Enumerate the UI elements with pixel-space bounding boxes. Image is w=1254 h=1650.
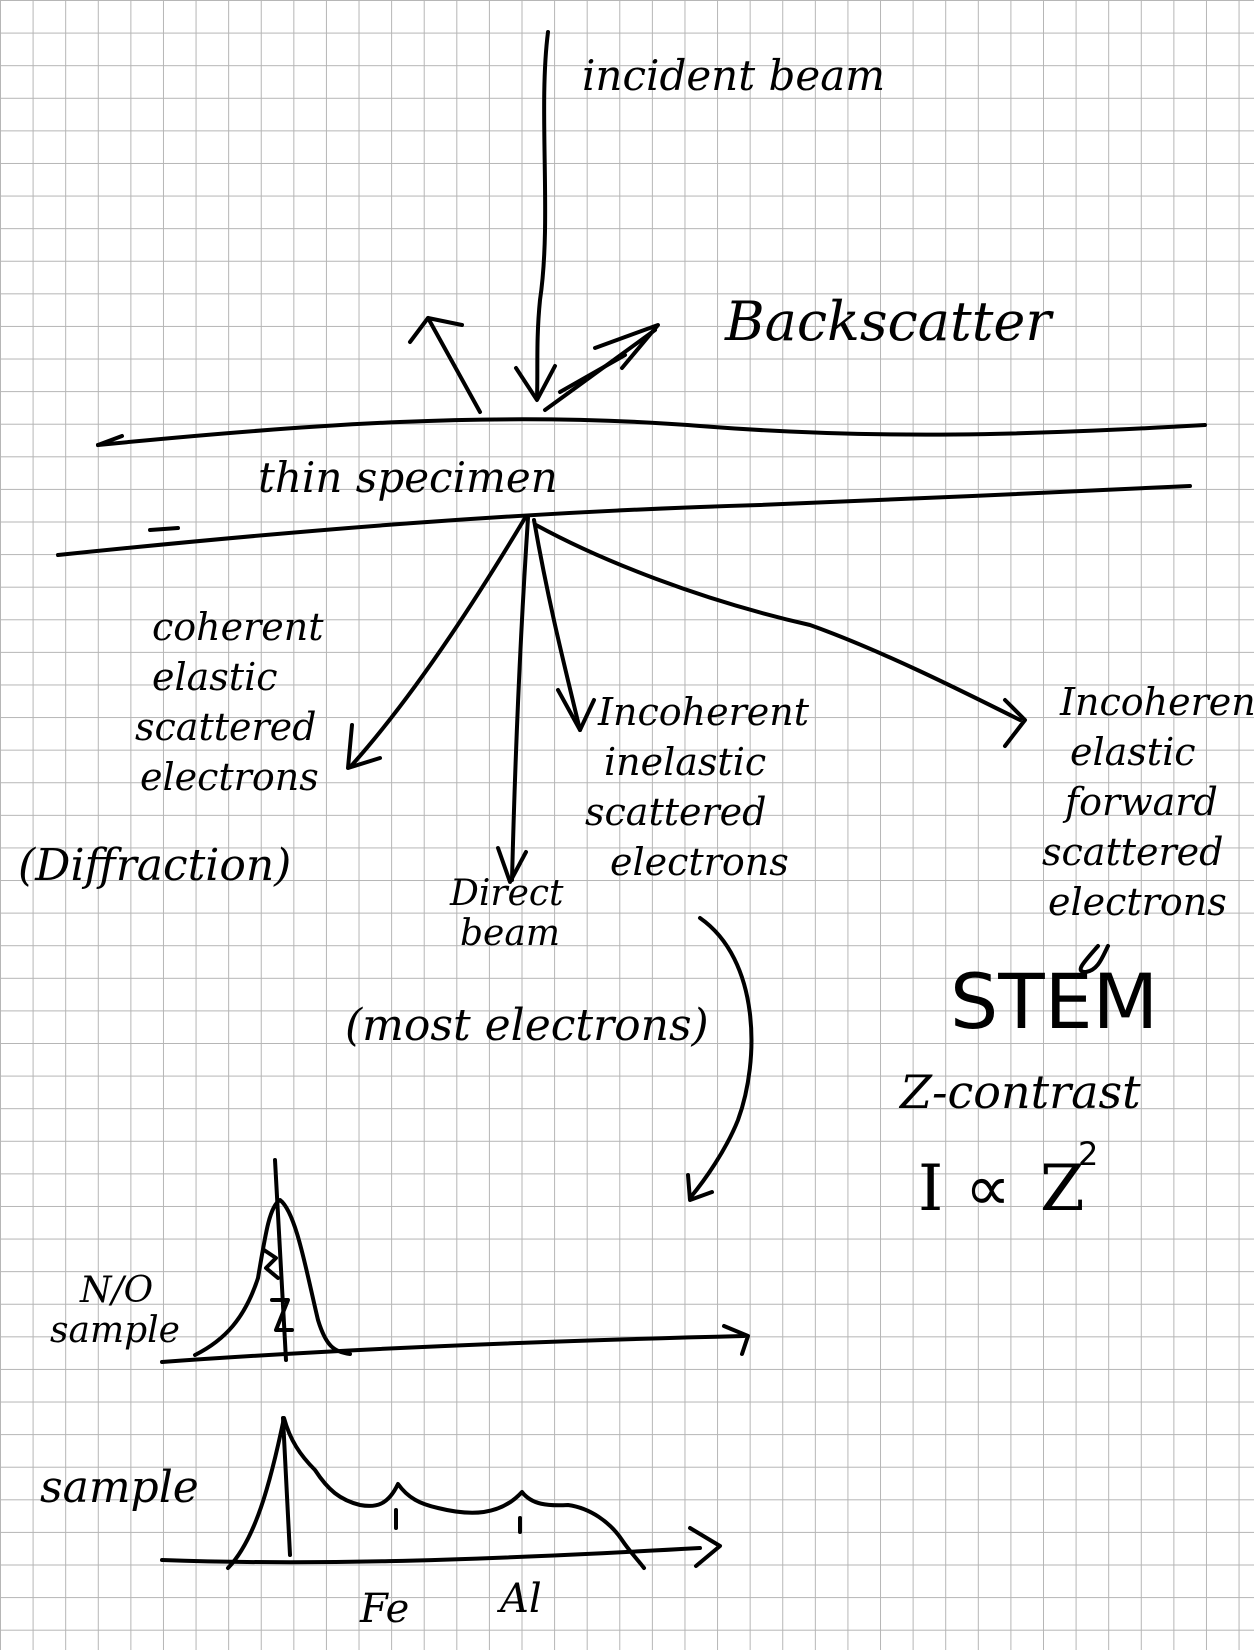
proportional-symbol: ∝ xyxy=(965,1152,1011,1226)
sample-label: sample xyxy=(40,1462,199,1513)
incident-beam-label: incident beam xyxy=(582,51,885,100)
coherent-elastic-arrow xyxy=(346,516,527,770)
svg-text:electrons: electrons xyxy=(610,840,789,884)
thin-specimen-label: thin specimen xyxy=(258,453,558,502)
proportional-symbol-small xyxy=(1078,944,1110,974)
backscatter-label: Backscatter xyxy=(724,290,1054,353)
svg-text:scattered: scattered xyxy=(135,705,316,749)
coherent-elastic-label: coherent elastic scattered electrons xyxy=(135,605,324,799)
svg-text:coherent: coherent xyxy=(152,605,324,649)
svg-text:electrons: electrons xyxy=(1048,880,1227,924)
most-electrons-label: (most electrons) xyxy=(345,1000,709,1051)
z-contrast-label: Z-contrast xyxy=(898,1065,1141,1119)
incoherent-forward-arrow xyxy=(534,523,1027,748)
svg-text:N/O: N/O xyxy=(79,1270,153,1311)
svg-text:beam: beam xyxy=(460,913,560,954)
direct-beam-arrow xyxy=(496,516,530,884)
svg-text:scattered: scattered xyxy=(1042,830,1223,874)
fe-peak-label: Fe xyxy=(359,1586,409,1632)
backscatter-arrow-left xyxy=(408,316,482,414)
svg-text:Incoherent: Incoherent xyxy=(597,690,810,734)
svg-text:forward: forward xyxy=(1062,780,1218,824)
svg-text:Incoherent: Incoherent xyxy=(1059,680,1254,724)
direct-beam-label: Direct beam xyxy=(449,873,564,954)
svg-text:Direct: Direct xyxy=(449,873,564,914)
spectrum-no-sample xyxy=(160,1158,750,1364)
svg-text:I: I xyxy=(918,1152,943,1226)
incoherent-inelastic-label: Incoherent inelastic scattered electrons xyxy=(585,690,810,884)
svg-text:electrons: electrons xyxy=(140,755,319,799)
to-spectrum-arrow xyxy=(686,916,754,1202)
thin-specimen-slab xyxy=(56,417,1207,557)
svg-text:sample: sample xyxy=(50,1310,180,1351)
incident-beam-arrow xyxy=(514,30,557,402)
svg-text:scattered: scattered xyxy=(585,790,766,834)
incoherent-forward-label: Incoherent elastic forward scattered ele… xyxy=(1042,680,1254,924)
svg-text:2: 2 xyxy=(1078,1135,1098,1173)
svg-text:elastic: elastic xyxy=(152,655,278,699)
intensity-relation: I ∝ Z 2 xyxy=(918,1135,1098,1226)
stem-label: STEM xyxy=(950,957,1158,1046)
backscatter-arrow-right xyxy=(543,323,660,412)
svg-text:inelastic: inelastic xyxy=(604,740,766,784)
svg-text:elastic: elastic xyxy=(1070,730,1196,774)
spectrum-sample xyxy=(160,1416,722,1570)
incoherent-inelastic-arrow xyxy=(532,518,596,732)
no-sample-label: N/O sample xyxy=(50,1270,180,1351)
al-peak-label: Al xyxy=(496,1576,542,1622)
svg-text:Z: Z xyxy=(1040,1152,1084,1226)
diffraction-label: (Diffraction) xyxy=(18,840,291,891)
